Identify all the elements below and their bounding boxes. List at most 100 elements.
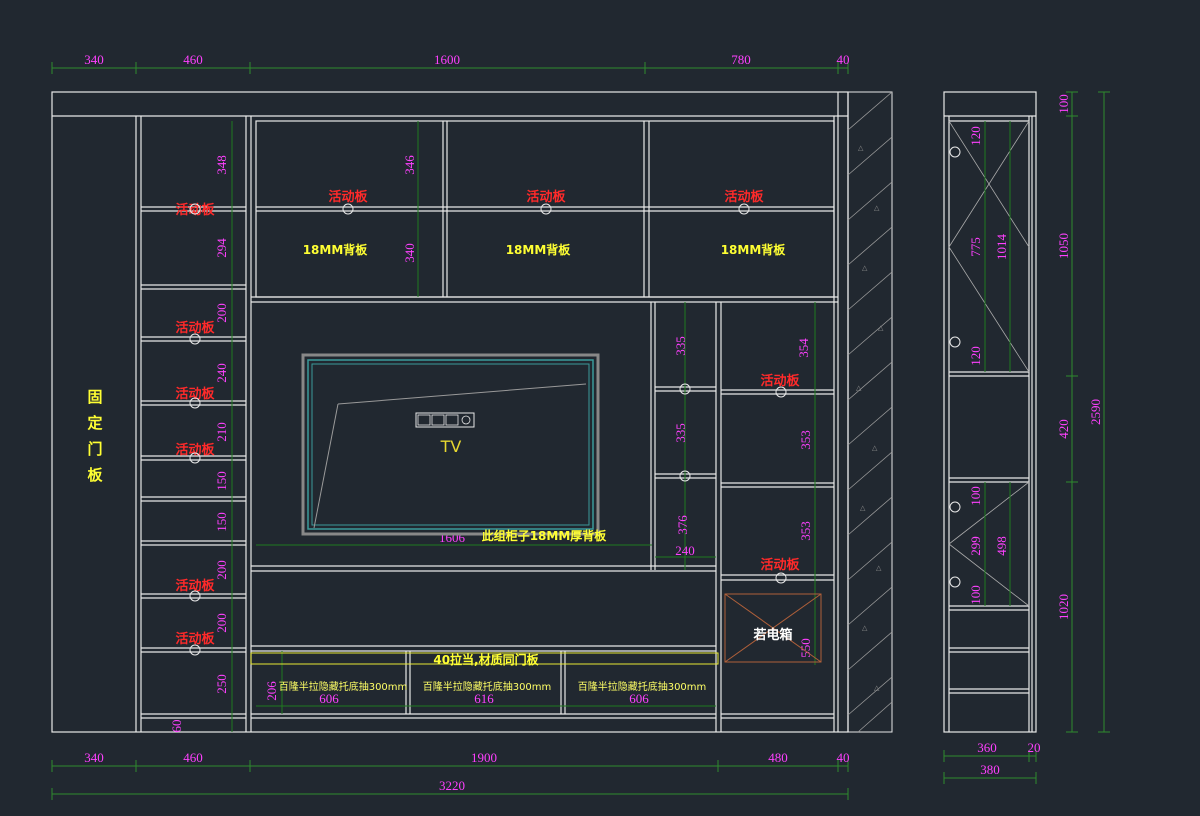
bottom-dim-480: 480 [768,750,788,765]
drawer-dim-606a: 606 [319,691,339,706]
back-panel-label-1: 18MM背板 [303,242,369,257]
side-height-total: 2590 [1088,399,1103,425]
shelf-labels: 18MM背板 18MM背板 18MM背板 此组柜子18MM厚背板 活动板 活动板… [87,189,800,656]
cabinet-back-label: 此组柜子18MM厚背板 [482,528,608,543]
side-right-dim-1: 100 [1056,94,1071,114]
movable-shelf-label-7: 活动板 [175,442,215,458]
movable-shelf-label-6: 活动板 [175,386,215,402]
svg-text:△: △ [874,204,880,212]
top-dim-780: 780 [731,52,751,67]
movable-shelf-label-8: 活动板 [175,578,215,594]
left-dim-9: 200 [214,613,229,633]
left-column-dims: 348 294 200 240 210 150 150 200 200 250 … [169,155,229,732]
movable-shelf-label-11: 活动板 [760,557,800,573]
drawer-rail-label-2: 百隆半拉隐藏托底抽300mm [423,680,552,693]
movable-shelf-label-1: 活动板 [328,189,368,205]
svg-text:△: △ [860,504,866,512]
upper-dim-2: 340 [402,243,417,263]
left-dim-2: 294 [214,238,229,258]
side-right-dim-2: 1050 [1056,233,1071,259]
left-dim-11: 60 [169,720,184,733]
upper-dim-1: 346 [402,155,417,175]
side-right-dim-4: 1020 [1056,594,1071,620]
socket-icon [415,412,475,428]
inner-dim-lines [231,121,816,732]
right-width-dim: 240 [675,543,695,558]
movable-shelf-label-2: 活动板 [526,189,566,205]
router-box: 若电箱 [724,593,822,663]
misc-dims: 1606 240 206 606 616 606 [264,530,695,706]
svg-text:△: △ [856,384,862,392]
side-bottom-dims: 360 20 380 [943,740,1041,784]
fixed-door-char-1: 固 [87,388,102,406]
rsmall-dim-3: 376 [675,515,690,535]
rcol-dim-4: 550 [798,638,813,658]
svg-text:△: △ [876,564,882,572]
left-dim-8: 200 [214,560,229,580]
right-column-dims: 354 353 353 550 [796,338,813,658]
bottom-dim-340: 340 [84,750,104,765]
back-panel-label-3: 18MM背板 [721,242,787,257]
fixed-door-char-3: 门 [87,440,102,458]
top-dim-340: 340 [84,52,104,67]
drawer-dim-606b: 606 [629,691,649,706]
left-dim-6: 150 [214,471,229,491]
total-width-dim: 3220 [439,778,465,793]
rsmall-dim-2: 335 [673,423,688,443]
drawer-dim-206: 206 [264,681,279,701]
top-dim-40: 40 [837,52,850,67]
tv: TV [301,353,600,536]
movable-shelf-label-10: 活动板 [760,373,800,389]
bottom-dim-1900: 1900 [471,750,497,765]
side-inner-dim-6: 299 [968,536,983,556]
tv-label: TV [440,437,462,456]
drawer-dim-616: 616 [474,691,494,706]
left-dim-7: 150 [214,512,229,532]
svg-text:△: △ [874,684,880,692]
drawer-front-label: 40拉当,材质同门板 [433,652,539,667]
left-dim-5: 210 [214,422,229,442]
fixed-door-char-4: 板 [87,466,103,484]
svg-text:△: △ [862,264,868,272]
fixed-door-char-2: 定 [87,414,102,432]
side-inner-dim-4: 120 [968,346,983,366]
side-inner-dim-8: 100 [968,585,983,605]
left-dim-4: 240 [214,363,229,383]
svg-text:△: △ [858,144,864,152]
movable-shelf-label-9: 活动板 [175,631,215,647]
side-total-dim: 380 [980,762,1000,777]
drawer-band: 40拉当,材质同门板 百隆半拉隐藏托底抽300mm 百隆半拉隐藏托底抽300mm… [250,652,719,693]
movable-shelf-label-5: 活动板 [175,320,215,336]
bottom-dim-460: 460 [183,750,203,765]
svg-text:△: △ [872,444,878,452]
side-inner-dim-1: 120 [968,126,983,146]
left-dim-10: 250 [214,674,229,694]
rcol-dim-3: 353 [798,521,813,541]
side-inner-dim-5: 100 [968,486,983,506]
movable-shelf-label-4: 活动板 [175,202,215,218]
side-inner-dim-2: 775 [968,237,983,257]
drawer-rail-label-1: 百隆半拉隐藏托底抽300mm [279,680,408,693]
side-inner-dim-3: 1014 [994,234,1009,261]
rsmall-dim-1: 335 [673,336,688,356]
left-dim-3: 200 [214,303,229,323]
side-right-dims: 100 1050 420 1020 2590 [1056,91,1110,733]
upper-center-dims: 346 340 [402,155,417,263]
rcol-dim-2: 353 [798,430,813,450]
side-bottom-dim-20: 20 [1028,740,1041,755]
main-cabinet [51,91,849,733]
bottom-dim-40: 40 [837,750,850,765]
rcol-dim-1: 354 [796,338,811,358]
left-dim-1: 348 [214,155,229,175]
side-section-view: 120 775 1014 120 100 299 498 100 [943,91,1037,733]
bottom-dimension-line: 340 460 1900 480 40 3220 [51,750,850,800]
side-inner-dim-7: 498 [994,536,1009,556]
side-bottom-dim-360: 360 [977,740,997,755]
top-dim-460: 460 [183,52,203,67]
drawer-rail-label-3: 百隆半拉隐藏托底抽300mm [578,680,707,693]
right-small-dims: 335 335 376 [673,336,690,535]
movable-shelf-label-3: 活动板 [724,189,764,205]
svg-text:△: △ [862,624,868,632]
back-panel-label-2: 18MM背板 [506,242,572,257]
